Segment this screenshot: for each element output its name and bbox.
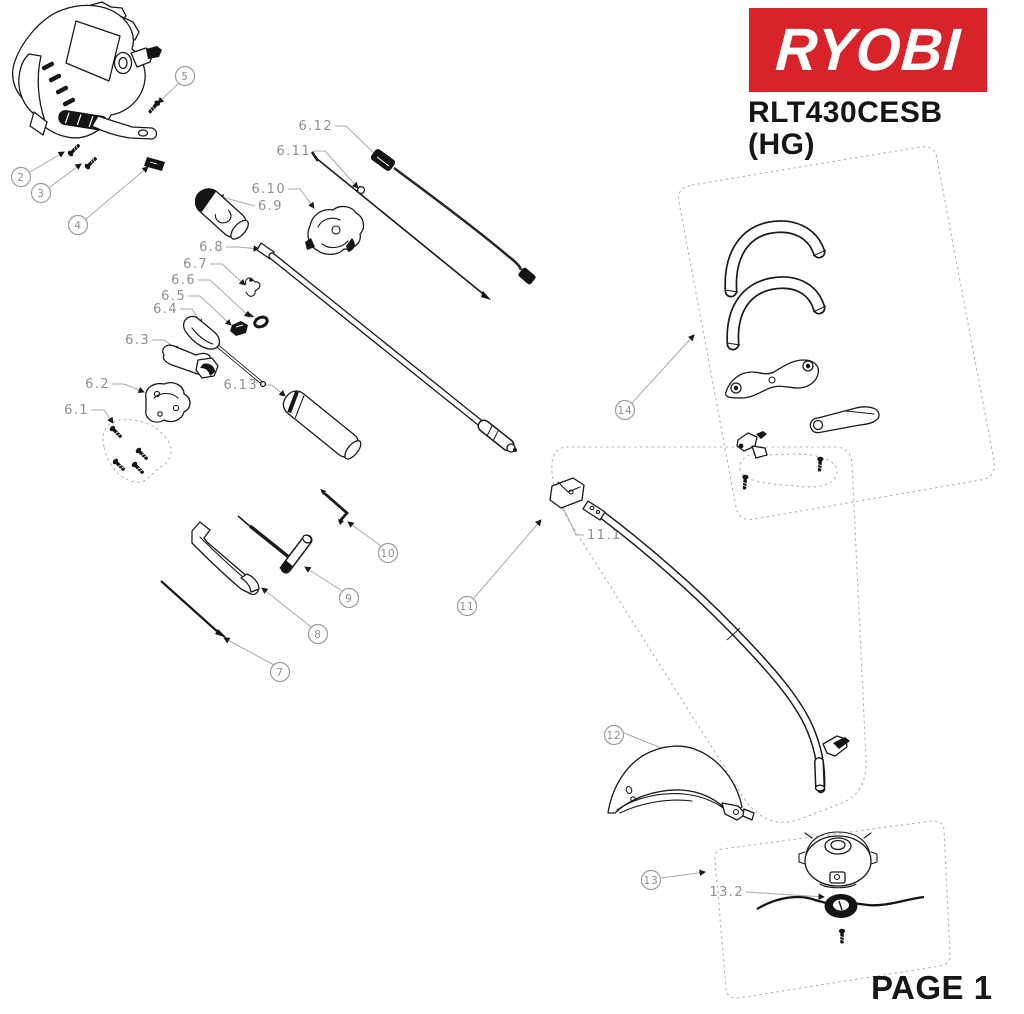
callout-5: 5 xyxy=(157,65,196,104)
lower-loop-handle xyxy=(726,276,827,351)
model-variant: (HG) xyxy=(748,128,815,161)
callout-14-label: 14 xyxy=(618,405,633,417)
callout-8-label: 8 xyxy=(314,629,321,641)
label-6-6: 6.6 xyxy=(171,273,251,318)
label-6-1: 6.1 xyxy=(64,403,114,424)
trimmer-head-part-13 xyxy=(798,831,878,889)
callout-3: 3 xyxy=(30,163,82,204)
callout-7-label: 7 xyxy=(276,667,283,679)
svg-text:6.8: 6.8 xyxy=(199,240,224,255)
svg-text:6.13: 6.13 xyxy=(223,378,258,393)
handle-latch-hardware xyxy=(736,431,768,459)
callout-13-label: 13 xyxy=(644,875,659,887)
handle-kit-part-14 xyxy=(724,220,880,491)
screw-set-part-6-1 xyxy=(108,424,150,476)
cleaning-rod-part-7 xyxy=(160,580,227,638)
screw-part-2 xyxy=(66,142,82,158)
spring-hook-part-6-7 xyxy=(245,277,261,297)
hex-key-tool-part-10 xyxy=(320,489,349,525)
label-6-8: 6.8 xyxy=(199,240,260,255)
callout-10: 10 xyxy=(347,521,399,564)
group-box-part-13 xyxy=(714,820,951,999)
callout-9-label: 9 xyxy=(345,593,352,605)
label-6-10: 6.10 xyxy=(251,182,315,209)
svg-text:6.4: 6.4 xyxy=(153,302,178,317)
label-13-2: 13.2 xyxy=(709,885,825,900)
engine-vent-slots xyxy=(41,61,76,107)
grip-cover-part-6-9 xyxy=(194,188,249,240)
callout-8: 8 xyxy=(261,587,329,645)
screw-group-outline-14 xyxy=(739,453,838,488)
clamp-bracket-part-6-2 xyxy=(145,382,191,423)
callout-9: 9 xyxy=(304,566,360,609)
guard-part-12 xyxy=(607,745,755,821)
shaft-clamp-part-11-1 xyxy=(549,477,585,509)
cable-part-6-11 xyxy=(310,151,491,300)
svg-text:6.7: 6.7 xyxy=(183,257,208,272)
key-part-4 xyxy=(144,157,165,171)
callout-14: 14 xyxy=(614,334,695,421)
label-6-13: 6.13 xyxy=(223,378,286,397)
callout-10-label: 10 xyxy=(381,548,396,560)
svg-text:6.9: 6.9 xyxy=(258,199,283,214)
throttle-lever-part-6-3 xyxy=(162,344,219,379)
brand-logo-text: RYOBI xyxy=(773,16,963,84)
svg-text:6.3: 6.3 xyxy=(125,333,150,348)
label-6-5: 6.5 xyxy=(161,289,232,326)
callout-12-label: 12 xyxy=(607,730,622,742)
trigger-housing-part-6-10 xyxy=(305,205,365,256)
callout-11: 11 xyxy=(456,519,542,617)
wrench-tool-part-8 xyxy=(191,521,260,596)
svg-text:6.2: 6.2 xyxy=(85,377,110,392)
screw-part-5 xyxy=(146,99,162,116)
spool-part-13-2 xyxy=(756,894,925,918)
handle-screw-a xyxy=(816,456,824,473)
screw-part-3 xyxy=(83,155,99,171)
screw-group-outline-6-1 xyxy=(102,419,172,483)
callout-2-label: 2 xyxy=(17,172,24,184)
svg-text:6.6: 6.6 xyxy=(171,273,196,288)
model-number: RLT430CESB xyxy=(748,96,943,129)
svg-text:6.10: 6.10 xyxy=(251,182,286,197)
label-6-2: 6.2 xyxy=(85,377,145,393)
handle-lock-lever xyxy=(809,406,880,434)
svg-text:11.1: 11.1 xyxy=(587,528,622,543)
label-6-11: 6.11 xyxy=(276,144,359,189)
clip-part-6-5 xyxy=(230,321,248,336)
callout-4: 4 xyxy=(67,166,149,236)
throttle-trigger-part-6-4 xyxy=(182,315,267,388)
brand-logo: RYOBI xyxy=(749,8,987,92)
throttle-cable-part-6-12 xyxy=(370,149,536,285)
label-6-7: 6.7 xyxy=(183,257,246,286)
t-wrench-tool-part-9 xyxy=(237,515,313,574)
foam-grip-part-6-13 xyxy=(282,390,362,460)
handle-screw-b xyxy=(741,474,749,491)
handle-clamp-bracket xyxy=(725,359,820,399)
callout-7: 7 xyxy=(223,637,291,683)
upper-loop-handle xyxy=(724,220,827,298)
callout-11-label: 11 xyxy=(460,601,475,613)
svg-text:6.12: 6.12 xyxy=(298,119,333,134)
callout-2: 2 xyxy=(10,151,65,188)
group-box-part-14 xyxy=(677,146,996,521)
callout-13: 13 xyxy=(640,869,706,891)
label-6-12: 6.12 xyxy=(298,119,379,158)
callout-4-label: 4 xyxy=(74,220,81,232)
callout-3-label: 3 xyxy=(37,188,44,200)
engine-assembly-drawing xyxy=(12,1,162,140)
svg-text:13.2: 13.2 xyxy=(709,885,744,900)
callout-12: 12 xyxy=(603,724,670,752)
group-box-part-11 xyxy=(551,446,867,823)
svg-text:6.5: 6.5 xyxy=(161,289,186,304)
svg-text:6.1: 6.1 xyxy=(64,403,89,418)
page-label: PAGE 1 xyxy=(871,969,993,1006)
lower-shaft-part-11 xyxy=(582,500,850,794)
callout-5-label: 5 xyxy=(181,71,188,83)
head-screw-part xyxy=(838,928,846,944)
svg-text:6.11: 6.11 xyxy=(276,144,311,159)
drive-shaft-part-6-8 xyxy=(256,242,517,453)
grommet-part-6-6 xyxy=(246,311,269,329)
